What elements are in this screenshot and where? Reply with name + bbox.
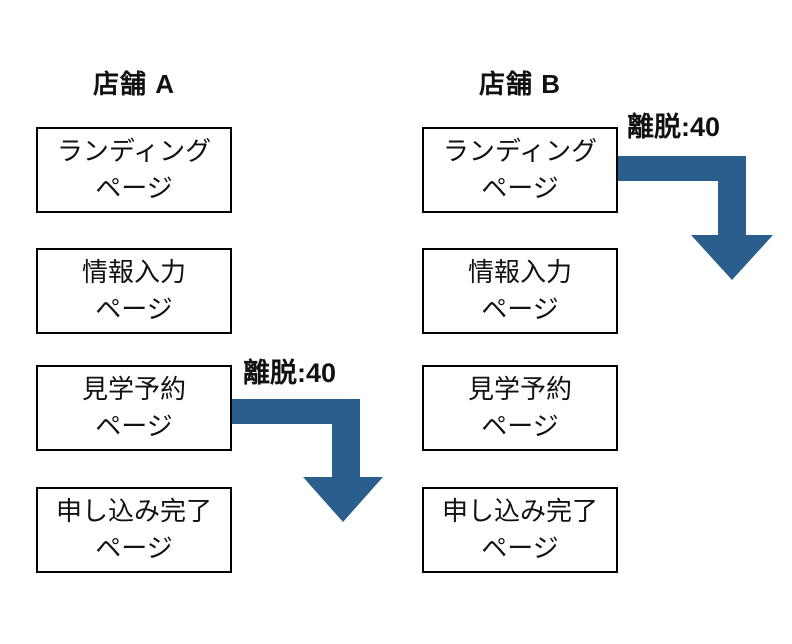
- step-label-line: ページ: [481, 411, 559, 441]
- store-a-step-application-complete-box: 申し込み完了 ページ: [36, 487, 232, 573]
- step-label-line: ランディング: [442, 136, 598, 166]
- arrow-vertical-segment: [332, 399, 360, 478]
- store-a-title: 店舗 A: [92, 69, 175, 99]
- arrow-head-down: [691, 235, 773, 280]
- store-b-exit-arrow-icon: [618, 156, 773, 280]
- step-label-line: 情報入力: [467, 257, 572, 287]
- arrow-vertical-segment: [718, 156, 746, 235]
- store-b-step-application-complete-box: 申し込み完了 ページ: [422, 487, 618, 573]
- store-b-step-info-input-box: 情報入力 ページ: [422, 248, 618, 334]
- store-b-step-landing-box: ランディング ページ: [422, 127, 618, 213]
- step-label-line: ページ: [95, 173, 173, 203]
- step-label-line: 申し込み完了: [55, 496, 212, 526]
- step-label-line: 申し込み完了: [441, 496, 598, 526]
- step-label-line: ページ: [95, 294, 173, 324]
- step-label-line: 情報入力: [81, 257, 186, 287]
- step-label-line: ランディング: [56, 136, 212, 166]
- step-label-line: 見学予約: [467, 374, 572, 404]
- step-label-line: ページ: [481, 533, 559, 563]
- arrow-head-down: [303, 477, 383, 522]
- store-a-step-info-input-box: 情報入力 ページ: [36, 248, 232, 334]
- store-b-title: 店舗 B: [478, 69, 561, 99]
- store-b-exit-label: 離脱:40: [627, 112, 721, 142]
- store-a-step-landing-box: ランディング ページ: [36, 127, 232, 213]
- store-a-exit-arrow-icon: [232, 399, 383, 522]
- step-label-line: ページ: [481, 173, 559, 203]
- step-label-line: 見学予約: [81, 374, 186, 404]
- step-label-line: ページ: [95, 533, 173, 563]
- step-label-line: ページ: [95, 411, 173, 441]
- store-a-step-tour-reservation-box: 見学予約 ページ: [36, 365, 232, 451]
- store-b-step-tour-reservation-box: 見学予約 ページ: [422, 365, 618, 451]
- store-a-exit-label: 離脱:40: [243, 358, 337, 388]
- step-label-line: ページ: [481, 294, 559, 324]
